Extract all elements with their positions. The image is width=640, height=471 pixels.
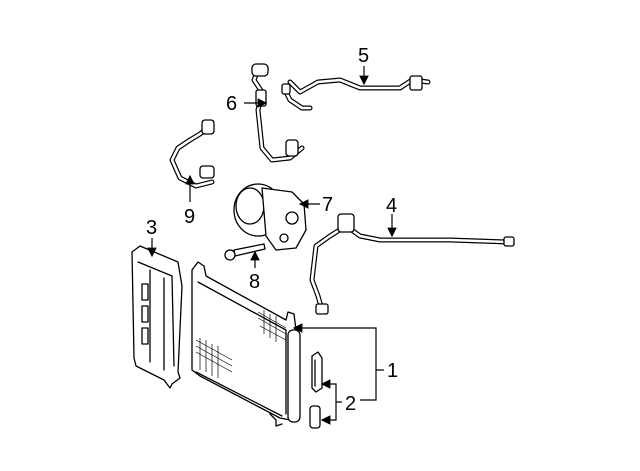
discharge-hose-part[interactable] (169, 119, 215, 189)
condenser-part[interactable] (191, 261, 301, 427)
callout-5: 5 (358, 45, 369, 67)
callout-3: 3 (146, 217, 157, 239)
suction-hose-part[interactable] (251, 63, 305, 163)
callout-9: 9 (184, 206, 195, 228)
compressor-part[interactable] (233, 183, 307, 251)
callout-6: 6 (226, 93, 237, 115)
callout-8: 8 (249, 271, 260, 293)
liquid-line-part[interactable] (281, 75, 431, 111)
bolt-part[interactable] (224, 243, 266, 261)
shroud-part[interactable] (131, 245, 183, 389)
callout-4: 4 (386, 195, 397, 217)
receiver-drier-part[interactable] (309, 351, 323, 429)
callout-1: 1 (387, 360, 398, 382)
callout-2: 2 (345, 393, 356, 415)
discharge-line-part[interactable] (309, 213, 515, 315)
callout-7: 7 (322, 194, 333, 216)
